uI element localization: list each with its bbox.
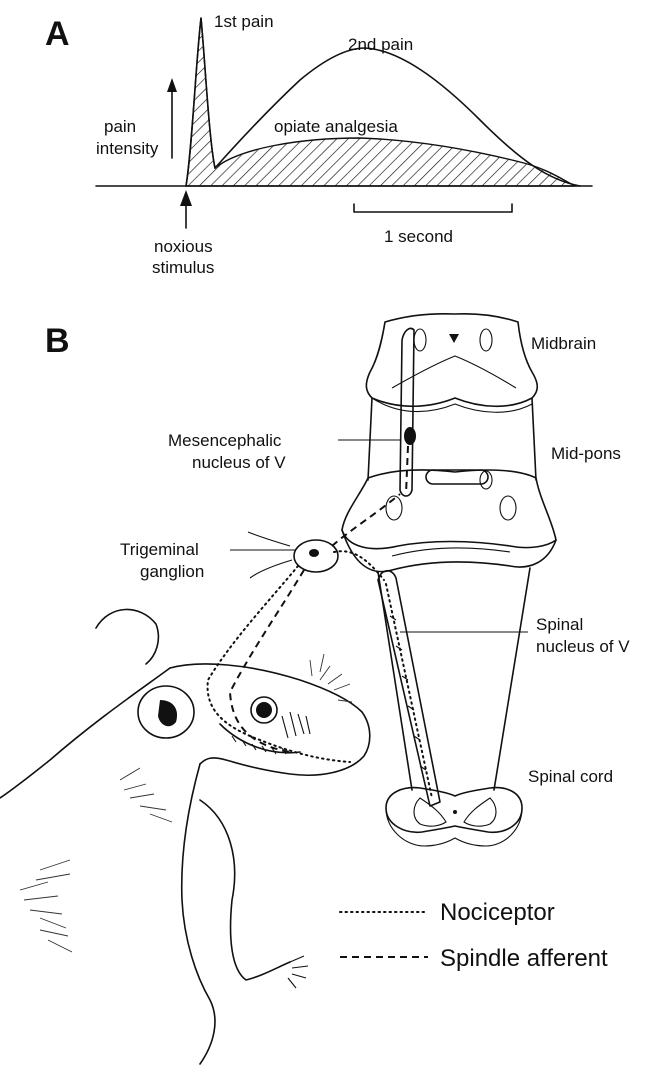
legend-spindle-label: Spindle afferent (440, 945, 608, 972)
panel-b-letter: B (45, 322, 70, 360)
ganglion-cell (309, 549, 319, 557)
body-fur (20, 860, 70, 928)
midbrain-ridge (392, 356, 516, 388)
stimulus-label-line2: stimulus (152, 258, 214, 277)
central-canal (453, 810, 457, 814)
panel-a: A 1st pain 2nd pain opiate analgesia pai… (45, 12, 592, 277)
paw-digits (288, 956, 308, 988)
mesencephalic-label-line2: nucleus of V (192, 453, 286, 472)
whiskers (310, 654, 352, 702)
neck-fur (120, 768, 172, 822)
ganglion-fibers (248, 532, 292, 578)
midbrain-nucleus-left (414, 329, 426, 351)
body-outline (0, 668, 215, 1064)
midpons-label: Mid-pons (551, 444, 621, 463)
cord-right-side (494, 568, 530, 790)
spinal-cord-label: Spinal cord (528, 767, 613, 786)
body-fur-lower (40, 930, 72, 952)
pons-lower-edge (342, 530, 556, 572)
forelimb (200, 800, 290, 980)
jaw-line (220, 724, 300, 753)
opiate-analgesia-label: opiate analgesia (274, 117, 398, 136)
gray-matter-left (414, 798, 446, 826)
midpons-section (342, 470, 556, 549)
pain-intensity-label-line2: intensity (96, 139, 159, 158)
stimulus-label-line1: noxious (154, 237, 213, 256)
eye-pupil (256, 702, 272, 718)
gray-matter-right (464, 798, 496, 826)
pons-nucleus-right (500, 496, 516, 520)
legend-nociceptor-label: Nociceptor (440, 899, 555, 926)
pons-nucleus-small (480, 471, 492, 489)
trigeminal-label-line2: ganglion (140, 562, 204, 581)
second-pain-label: 2nd pain (348, 35, 413, 54)
upper-right-side (532, 398, 536, 480)
first-pain-label: 1st pain (214, 12, 274, 31)
animal-illustration (0, 609, 370, 1064)
time-scale-label: 1 second (384, 227, 453, 246)
midbrain-section (366, 314, 537, 406)
aqueduct (449, 334, 459, 343)
pain-intensity-label-line1: pain (104, 117, 136, 136)
ear-inner (158, 700, 177, 726)
time-scale-bar (354, 204, 512, 212)
mesencephalic-label-line1: Mesencephalic (168, 431, 282, 450)
ear-outline (96, 609, 158, 664)
brainstem (342, 314, 556, 846)
midbrain-label: Midbrain (531, 334, 596, 353)
panel-a-letter: A (45, 15, 70, 53)
spinal-nucleus-label-line1: Spinal (536, 615, 583, 634)
legend: Nociceptor Spindle afferent (340, 899, 608, 972)
nociceptor-root-path (334, 551, 384, 580)
trigeminal-label-line1: Trigeminal (120, 540, 199, 559)
pons-ridge (392, 548, 510, 556)
head-outline (170, 664, 370, 775)
stimulus-arrowhead (180, 190, 192, 206)
incisors (282, 712, 310, 738)
upper-left-side (368, 398, 372, 480)
intensity-arrowhead (167, 78, 177, 92)
mesencephalic-cell (404, 427, 416, 445)
spinal-cord-section (386, 788, 522, 833)
spindle-root-path (332, 494, 400, 546)
midbrain-nucleus-right (480, 329, 492, 351)
spinal-nucleus-label-line2: nucleus of V (536, 637, 630, 656)
